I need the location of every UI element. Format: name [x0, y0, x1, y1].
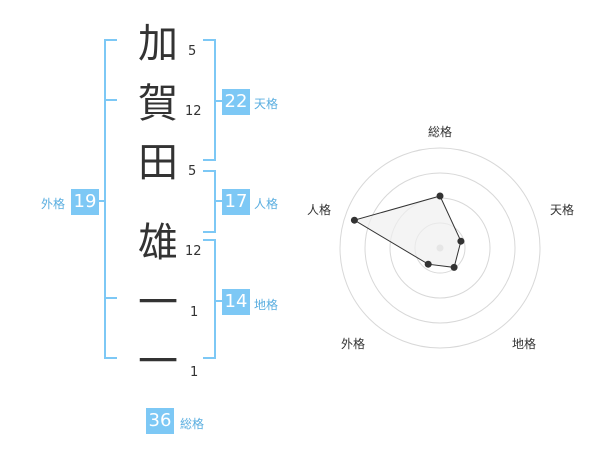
- gaikaku-value: 19: [71, 189, 99, 215]
- radar-series-polygon: [353, 195, 462, 268]
- radar-axis-label-tenkaku: 天格: [550, 203, 575, 217]
- chikaku-label: 地格: [254, 298, 279, 312]
- radar-ring: [339, 147, 541, 349]
- stroke-count-6: 1: [190, 365, 199, 380]
- radar-point-1: [436, 192, 444, 200]
- radar-point-5: [350, 216, 358, 224]
- gaikaku-bracket: [98, 39, 117, 359]
- radar-point-4: [424, 260, 432, 268]
- radar-chart: [339, 147, 541, 349]
- radar-point-2: [457, 237, 465, 245]
- name-char-4: 雄: [138, 220, 178, 266]
- stroke-count-4: 12: [185, 244, 202, 259]
- tenkaku-value: 22: [222, 89, 250, 115]
- tenkaku-label: 天格: [254, 97, 279, 111]
- stroke-count-5: 1: [190, 305, 199, 320]
- chikaku-bracket: [203, 239, 222, 359]
- radar-axis-label-chikaku: 地格: [512, 337, 537, 351]
- stroke-count-1: 5: [188, 44, 197, 59]
- soukaku-label: 総格: [180, 417, 205, 431]
- stroke-count-3: 5: [188, 164, 197, 179]
- radar-point-3: [450, 263, 458, 271]
- name-char-3: 田: [138, 140, 178, 186]
- gaikaku-label: 外格: [41, 197, 66, 211]
- soukaku-value: 36: [146, 408, 174, 434]
- jinkaku-label: 人格: [254, 197, 279, 211]
- chikaku-value: 14: [222, 289, 250, 315]
- radar-axis-label-gaikaku: 外格: [341, 337, 366, 351]
- name-char-1: 加: [138, 21, 178, 67]
- radar-ring: [364, 172, 516, 324]
- jinkaku-bracket: [203, 170, 222, 233]
- name-char-6: 一: [138, 339, 178, 385]
- name-char-2: 賀: [138, 81, 178, 127]
- radar-axis-label-jinkaku: 人格: [307, 203, 332, 217]
- radar-axis-label-soukaku: 総格: [428, 125, 453, 139]
- tenkaku-bracket: [203, 39, 222, 161]
- jinkaku-value: 17: [222, 189, 250, 215]
- stroke-count-2: 12: [185, 104, 202, 119]
- name-char-5: 一: [138, 280, 178, 326]
